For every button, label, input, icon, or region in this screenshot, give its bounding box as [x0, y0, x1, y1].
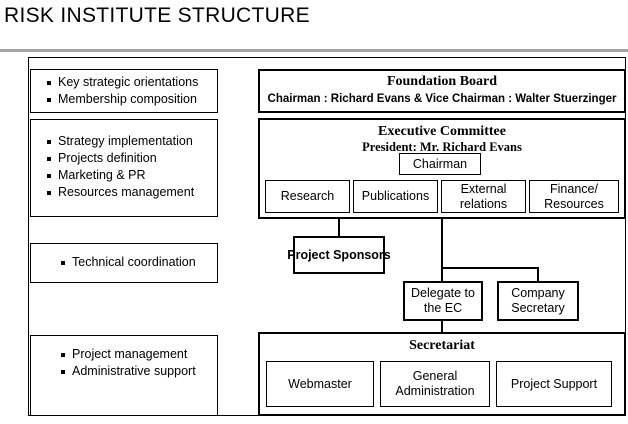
list-item: Project management: [59, 346, 217, 363]
bullet-list: Project management Administrative suppor…: [59, 346, 217, 380]
list-item: Marketing & PR: [45, 167, 217, 184]
project-sponsors-label: Project Sponsors: [287, 248, 391, 262]
connector-ec-to-project-sponsors: [338, 219, 340, 236]
list-item: Administrative support: [59, 363, 217, 380]
list-item: Key strategic orientations: [45, 74, 217, 91]
list-item: Projects definition: [45, 150, 217, 167]
company-secretary-label: Company Secretary: [511, 286, 565, 315]
external-relations-label: External relations: [459, 181, 508, 211]
node-general-administration: General Administration: [380, 361, 490, 407]
panel-technical: Technical coordination: [30, 243, 218, 283]
list-item: Technical coordination: [59, 254, 217, 271]
secretariat-title: Secretariat: [409, 338, 475, 353]
webmaster-label: Webmaster: [288, 376, 352, 391]
title-divider: [0, 49, 628, 52]
connector-to-delegate: [441, 267, 443, 281]
executive-committee-title: Executive Committee: [378, 124, 506, 139]
list-item: Strategy implementation: [45, 133, 217, 150]
list-item: Membership composition: [45, 91, 217, 108]
chairman-label: Chairman: [412, 156, 468, 171]
node-external-relations: External relations: [441, 180, 526, 213]
page-title: RISK INSTITUTE STRUCTURE: [4, 4, 310, 27]
finance-resources-label: Finance/ Resources: [544, 181, 604, 211]
general-administration-label: General Administration: [395, 369, 475, 398]
connector-to-company-secretary: [537, 267, 539, 281]
foundation-board-subtitle: Chairman : Richard Evans & Vice Chairman…: [267, 93, 617, 105]
node-webmaster: Webmaster: [266, 361, 374, 407]
project-support-label: Project Support: [510, 376, 598, 391]
panel-governance: Key strategic orientations Membership co…: [30, 69, 218, 113]
node-publications: Publications: [353, 180, 438, 213]
node-delegate-to-ec: Delegate to the EC: [403, 281, 483, 321]
connector-ec-trunk: [441, 219, 443, 268]
bullet-list: Technical coordination: [59, 254, 217, 271]
bullet-list: Key strategic orientations Membership co…: [45, 74, 217, 108]
foundation-board-title: Foundation Board: [386, 74, 498, 89]
connector-liaison-bar: [441, 267, 539, 269]
node-project-sponsors: Project Sponsors: [287, 236, 391, 274]
delegate-label: Delegate to the EC: [411, 286, 475, 315]
panel-management: Strategy implementation Projects definit…: [30, 119, 218, 217]
node-finance-resources: Finance/ Resources: [529, 180, 619, 213]
node-foundation-board: Foundation Board Chairman : Richard Evan…: [258, 69, 626, 113]
executive-committee-subtitle: President: Mr. Richard Evans: [362, 140, 522, 154]
panel-support: Project management Administrative suppor…: [30, 335, 218, 416]
publications-label: Publications: [361, 189, 430, 203]
node-research: Research: [265, 180, 350, 213]
bullet-list: Strategy implementation Projects definit…: [45, 133, 217, 201]
list-item: Resources management: [45, 184, 217, 201]
node-project-support: Project Support: [496, 361, 612, 407]
research-label: Research: [280, 189, 335, 203]
node-company-secretary: Company Secretary: [497, 281, 579, 321]
connector-delegate-to-secretariat: [441, 321, 443, 332]
node-chairman: Chairman: [399, 153, 481, 175]
